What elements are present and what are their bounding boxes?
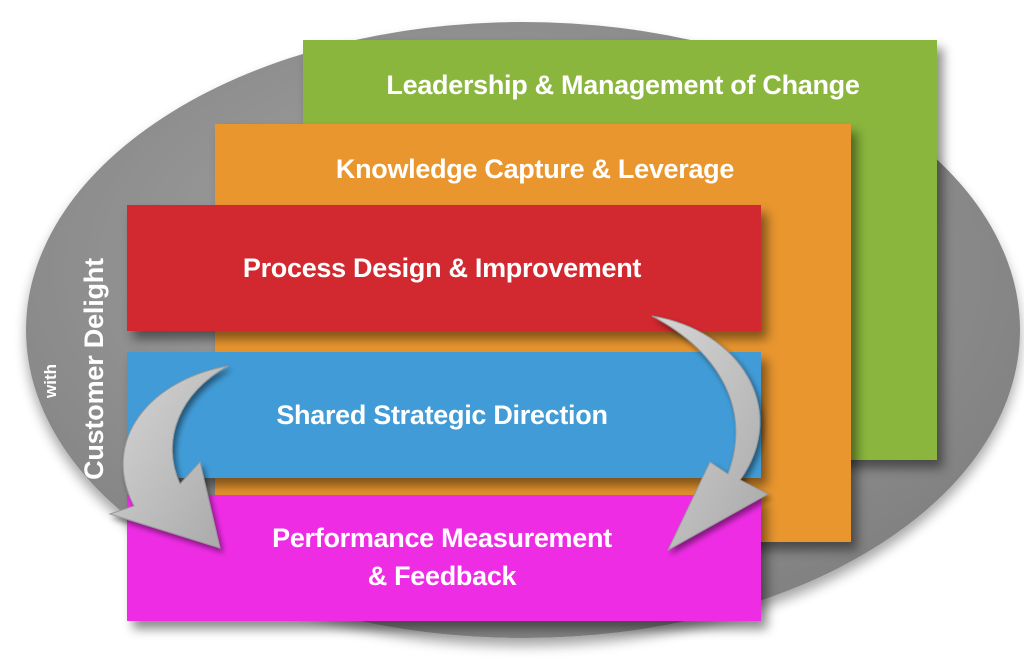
layer-performance: Performance Measurement & Feedback <box>127 495 761 621</box>
layer-process-label: Process Design & Improvement <box>242 253 642 283</box>
layer-knowledge-label: Knowledge Capture & Leverage <box>335 154 735 184</box>
layer-performance-label-line2: & Feedback <box>367 561 517 591</box>
layer-strategy-label: Shared Strategic Direction <box>276 400 608 430</box>
layer-process: Process Design & Improvement <box>127 205 761 331</box>
side-label-main: Customer Delight <box>79 258 109 480</box>
layer-performance-label-line1: Performance Measurement <box>272 523 612 553</box>
layer-performance-label: Performance Measurement & Feedback <box>167 519 717 595</box>
side-label-prefix: with <box>41 364 60 398</box>
layer-leadership-label: Leadership & Management of Change <box>386 70 860 100</box>
layer-strategy: Shared Strategic Direction <box>127 352 761 478</box>
layer-knowledge: Knowledge Capture & Leverage <box>215 124 851 542</box>
